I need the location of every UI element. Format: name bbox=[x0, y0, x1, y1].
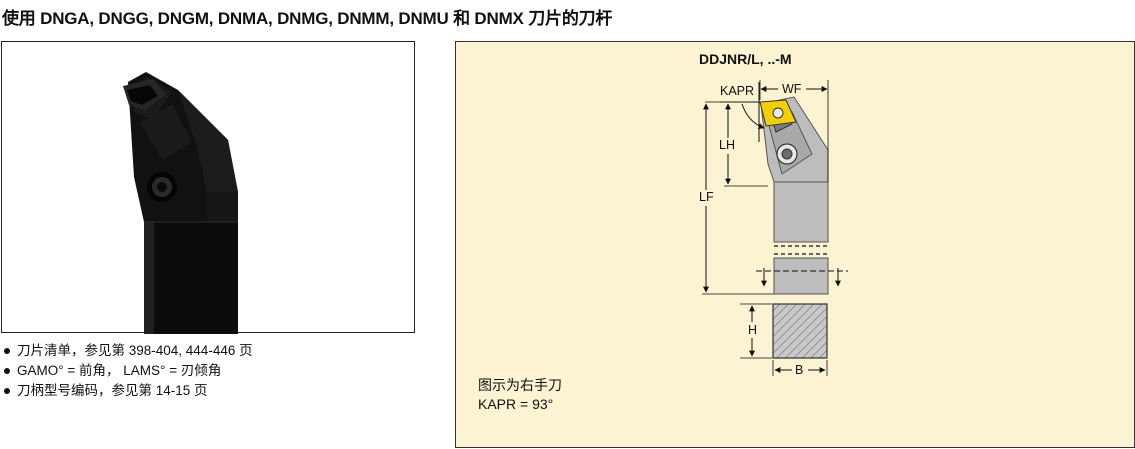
drawing-title: DDJNR/L, ..-M bbox=[699, 51, 792, 67]
note-text: GAMO° = 前角， LAMS° = 刃倾角 bbox=[17, 363, 222, 378]
lf-label: LF bbox=[699, 190, 714, 204]
note-text: 刀柄型号编码，参见第 14-15 页 bbox=[17, 383, 208, 398]
notes-list: 刀片清单，参见第 398-404, 444-446 页 GAMO° = 前角， … bbox=[2, 341, 253, 401]
h-label: H bbox=[748, 323, 758, 337]
list-item: 刀柄型号编码，参见第 14-15 页 bbox=[2, 381, 253, 401]
product-photo bbox=[1, 41, 415, 334]
dimension-drawing bbox=[702, 80, 848, 376]
bullet-icon bbox=[4, 348, 10, 354]
page-title: 使用 DNGA, DNGG, DNGM, DNMA, DNMG, DNMM, D… bbox=[2, 9, 613, 28]
wf-label: WF bbox=[782, 82, 802, 96]
technical-drawing: DDJNR/L, ..-M KAPR WF LH LF H B 图示为右手刀 K… bbox=[455, 41, 1135, 448]
b-label: B bbox=[795, 363, 804, 377]
bullet-icon bbox=[4, 368, 10, 374]
toolholder-photo-image bbox=[123, 72, 238, 334]
list-item: 刀片清单，参见第 398-404, 444-446 页 bbox=[2, 341, 253, 361]
bullet-icon bbox=[4, 388, 10, 394]
lh-label: LH bbox=[719, 138, 735, 152]
drawing-caption: 图示为右手刀 KAPR = 93° bbox=[478, 376, 562, 414]
caption-line: KAPR = 93° bbox=[478, 396, 554, 412]
list-item: GAMO° = 前角， LAMS° = 刃倾角 bbox=[2, 361, 253, 381]
caption-line: 图示为右手刀 bbox=[478, 377, 562, 393]
note-text: 刀片清单，参见第 398-404, 444-446 页 bbox=[17, 343, 253, 358]
kapr-label: KAPR bbox=[720, 84, 755, 98]
